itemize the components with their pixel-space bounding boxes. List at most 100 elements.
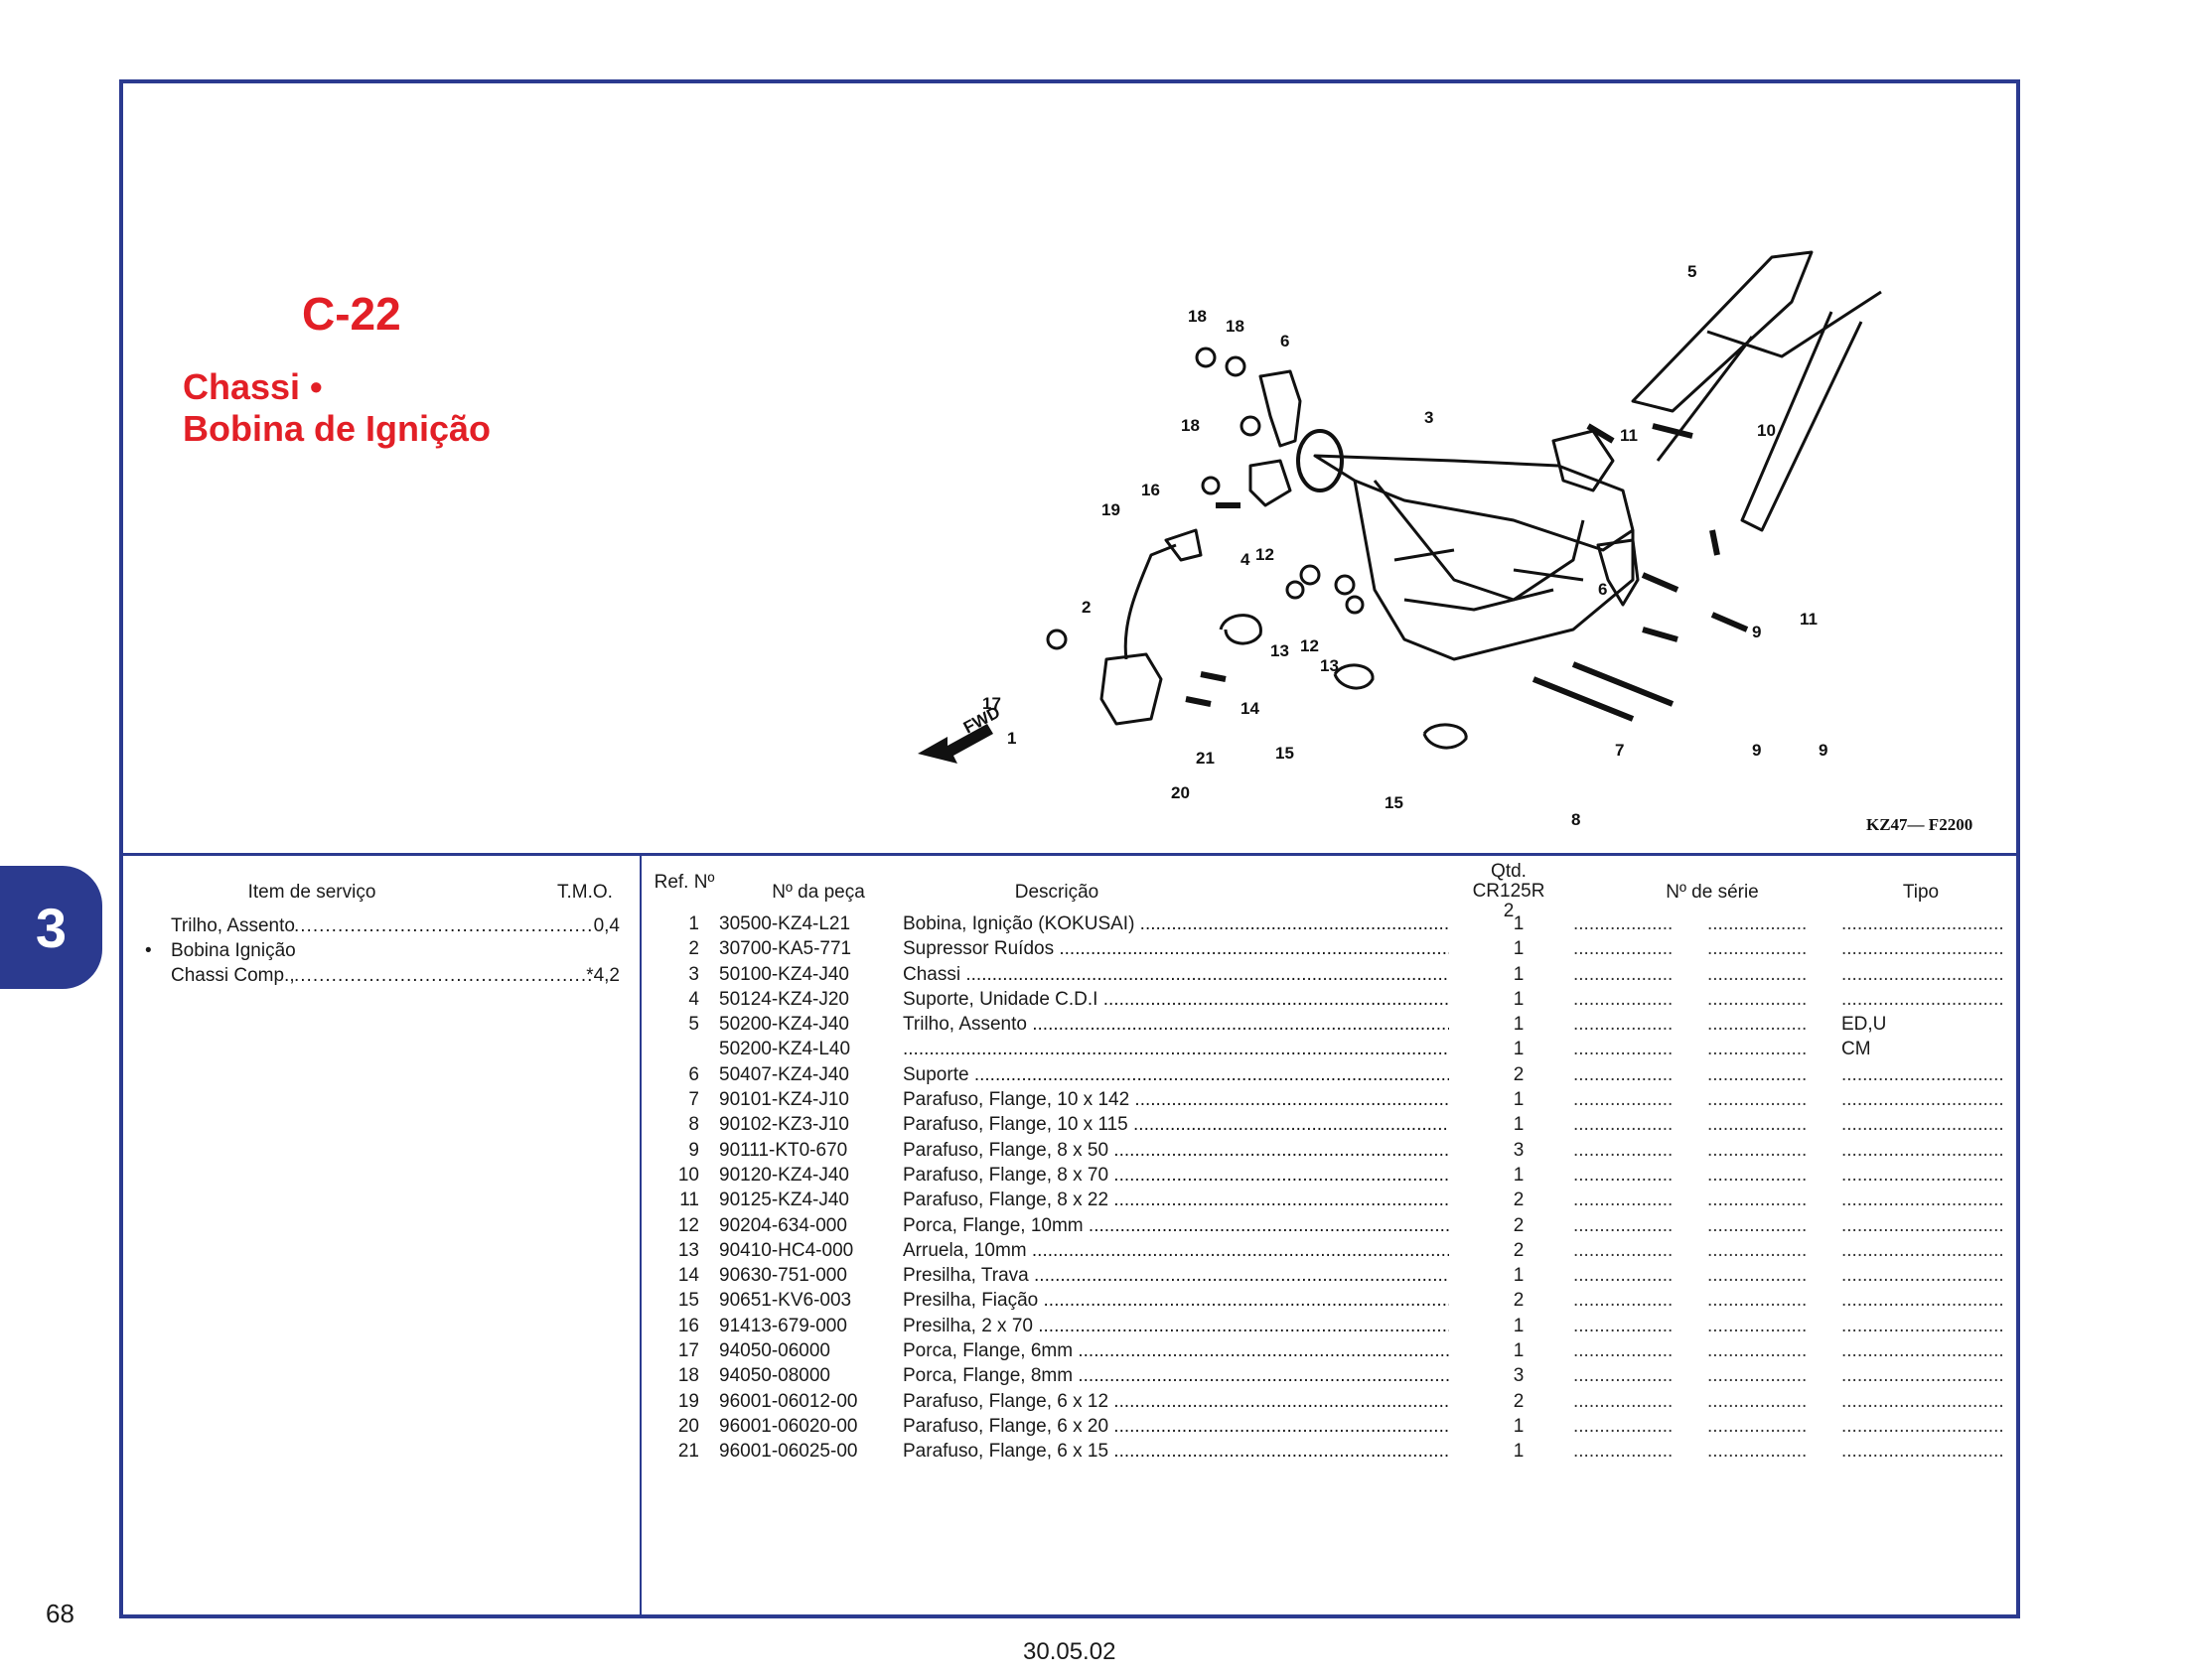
serial-from-blank: ........................................… xyxy=(1573,1441,1673,1463)
serial-to-blank: ........................................… xyxy=(1707,1315,1807,1336)
callout-20: 20 xyxy=(1171,783,1190,802)
part-number-cell: 90410-HC4-000 xyxy=(719,1239,854,1261)
callout-4: 4 xyxy=(1240,550,1250,569)
serial-to-blank: ........................................… xyxy=(1707,988,1807,1010)
description-text: Parafuso, Flange, 8 x 22 xyxy=(903,1190,1109,1211)
description-text: Porca, Flange, 6mm xyxy=(903,1340,1074,1362)
ref-cell: 10 xyxy=(677,1164,699,1186)
section-code: C-22 xyxy=(302,288,401,340)
ref-cell: 14 xyxy=(677,1265,699,1287)
part-number-cell: 90125-KZ4-J40 xyxy=(719,1190,849,1211)
header-qty-variant: 2 xyxy=(1503,901,1515,921)
clamp-14 xyxy=(1219,614,1262,645)
serial-to-blank: ........................................… xyxy=(1707,1063,1807,1085)
description-text: Trilho, Assento xyxy=(903,1014,1027,1036)
ref-cell: 19 xyxy=(677,1390,699,1412)
washer-13b xyxy=(1345,595,1365,615)
part-number-cell: 50124-KZ4-J20 xyxy=(719,988,849,1010)
header-serial: Nº de série xyxy=(1666,882,1759,903)
plug-wire xyxy=(1123,543,1177,660)
description-text: Porca, Flange, 8mm xyxy=(903,1365,1074,1387)
serial-from-blank: ........................................… xyxy=(1573,1239,1673,1261)
cdi-bracket-4 xyxy=(1248,459,1292,507)
description-text: Porca, Flange, 10mm xyxy=(903,1214,1084,1236)
serial-from-blank: ........................................… xyxy=(1573,1139,1673,1161)
callout-9b: 9 xyxy=(1752,741,1761,760)
nut-18c xyxy=(1240,415,1261,437)
description-text: Parafuso, Flange, 6 x 12 xyxy=(903,1390,1109,1412)
part-number-cell: 50407-KZ4-J40 xyxy=(719,1063,849,1085)
serial-from-blank: ........................................… xyxy=(1573,938,1673,960)
description-text: Parafuso, Flange, 10 x 142 xyxy=(903,1089,1130,1111)
serial-from-blank: ........................................… xyxy=(1573,913,1673,934)
qty-cell: 1 xyxy=(1513,1014,1525,1036)
part-number-cell: 90204-634-000 xyxy=(719,1214,847,1236)
description-text: Presilha, 2 x 70 xyxy=(903,1315,1033,1336)
frame-cross xyxy=(1393,548,1584,612)
drawing-code: KZ47— F2200 xyxy=(1866,815,1972,834)
description-cell: Parafuso, Flange, 6 x 12 ...............… xyxy=(903,1390,1449,1412)
nut-17 xyxy=(1046,629,1068,650)
ref-cell: 9 xyxy=(688,1139,699,1161)
ref-cell: 4 xyxy=(688,988,699,1010)
description-cell: Parafuso, Flange, 10 x 115 .............… xyxy=(903,1114,1449,1136)
frame-down-tube xyxy=(1373,480,1585,602)
serial-to-blank: ........................................… xyxy=(1707,1190,1807,1211)
bolt-20 xyxy=(1185,696,1212,707)
ref-cell: 8 xyxy=(688,1114,699,1136)
description-cell: Parafuso, Flange, 8 x 70 ...............… xyxy=(903,1164,1449,1186)
header-service-item: Item de serviço xyxy=(247,882,376,903)
serial-from-blank: ........................................… xyxy=(1573,1390,1673,1412)
callout-15b: 15 xyxy=(1385,793,1403,812)
ignition-coil xyxy=(1099,652,1163,726)
description-cell: Parafuso, Flange, 8 x 22 ...............… xyxy=(903,1190,1449,1211)
description-cell: Parafuso, Flange, 8 x 50 ...............… xyxy=(903,1139,1449,1161)
description-text: Parafuso, Flange, 6 x 20 xyxy=(903,1415,1109,1437)
ref-cell: 16 xyxy=(677,1315,699,1336)
ref-cell: 6 xyxy=(688,1063,699,1085)
serial-to-blank: ........................................… xyxy=(1707,1014,1807,1036)
tipo-cell: CM xyxy=(1841,1039,1871,1060)
description-cell: Presilha, Trava ........................… xyxy=(903,1265,1449,1287)
section-tab[interactable]: 3 xyxy=(0,866,102,989)
bolt-7 xyxy=(1571,661,1675,707)
serial-from-blank: ........................................… xyxy=(1573,1039,1673,1060)
part-number-cell: 50100-KZ4-J40 xyxy=(719,963,849,985)
ref-cell: 7 xyxy=(688,1089,699,1111)
parts-row: 8 90102-KZ3-J10 1 Parafuso, Flange, 10 x 11… xyxy=(640,1114,2024,1139)
serial-from-blank: ........................................… xyxy=(1573,1265,1673,1287)
serial-from-blank: ........................................… xyxy=(1573,1014,1673,1036)
serial-to-blank: ........................................… xyxy=(1707,1114,1807,1136)
qty-cell: 1 xyxy=(1513,1114,1525,1136)
part-number-cell: 94050-06000 xyxy=(719,1340,830,1362)
qty-cell: 1 xyxy=(1513,1340,1525,1362)
clamp-15b xyxy=(1422,723,1468,750)
callout-8: 8 xyxy=(1571,810,1580,829)
tipo-cell: ........................................… xyxy=(1841,1139,2004,1161)
part-number-cell: 90102-KZ3-J10 xyxy=(719,1114,849,1136)
callout-10: 10 xyxy=(1757,421,1776,440)
noise-suppressor xyxy=(1164,528,1203,562)
header-qty-label: Qtd. xyxy=(1491,861,1527,882)
part-number-cell: 90651-KV6-003 xyxy=(719,1290,852,1312)
description-cell: Parafuso, Flange, 6 x 20 ...............… xyxy=(903,1415,1449,1437)
callout-7: 7 xyxy=(1615,741,1624,760)
nut-18b xyxy=(1225,355,1246,377)
ref-cell: 1 xyxy=(688,913,699,934)
qty-cell: 1 xyxy=(1513,1415,1525,1437)
description-text: Parafuso, Flange, 6 x 15 xyxy=(903,1441,1109,1463)
tipo-cell: ........................................… xyxy=(1841,1114,2004,1136)
part-number-cell: 30700-KA5-771 xyxy=(719,938,852,960)
bolt-9b xyxy=(1642,627,1678,642)
callout-5: 5 xyxy=(1687,262,1696,281)
serial-from-blank: ........................................… xyxy=(1573,1340,1673,1362)
part-number-cell: 96001-06025-00 xyxy=(719,1441,858,1463)
serial-to-blank: ........................................… xyxy=(1707,1390,1807,1412)
